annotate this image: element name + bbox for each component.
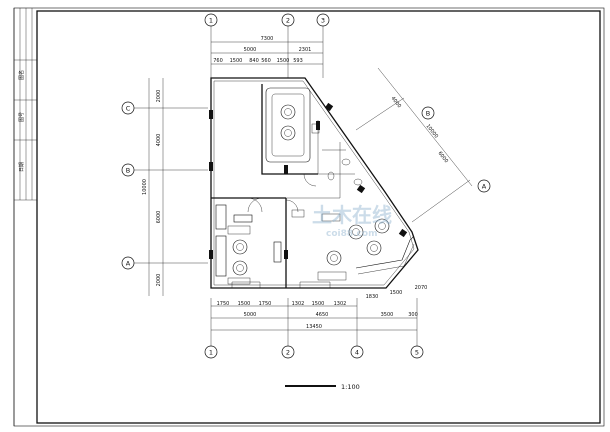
dim-bottom-detail-1: 1750 — [217, 301, 230, 307]
right-axes: B A — [421, 106, 491, 193]
top-axes: 1 2 3 — [204, 13, 330, 78]
dim-top-mid-1: 5000 — [244, 47, 257, 53]
axis-label-bottom-5: 5 — [415, 349, 419, 357]
dim-top-mid-2: 2301 — [299, 47, 312, 53]
title-block: 图名 图号 日期 — [13, 8, 37, 426]
dim-top-overall: 7300 — [261, 36, 274, 42]
dim-diag-3: 6000 — [437, 151, 450, 165]
dim-top-detail-4: 560 — [261, 58, 271, 64]
sink-1 — [341, 158, 351, 166]
dim-bottom-detail-7: 1830 — [366, 294, 379, 300]
bottom-axes: 1 2 4 5 — [204, 298, 424, 359]
sofa-left — [215, 235, 227, 277]
axis-bubble-bottom-1 — [204, 345, 218, 359]
title-block-label-2: 图号 — [19, 112, 25, 122]
dim-top-detail-1: 760 — [213, 58, 223, 64]
dim-bottom-mid-4: 300 — [408, 312, 418, 318]
left-dimensions: 2000 4000 6000 2000 10000 — [142, 78, 164, 296]
meeting-chair-1 — [280, 104, 296, 120]
dim-top-detail-3: 840 — [249, 58, 259, 64]
title-block-label-3: 日期 — [19, 162, 25, 172]
axis-bubble-bottom-4 — [350, 345, 364, 359]
axis-label-top-1: 1 — [209, 17, 213, 25]
axis-label-bottom-2: 2 — [286, 349, 290, 357]
dim-diag-1: 4000 — [390, 96, 403, 110]
dim-bottom-mid-2: 4650 — [316, 312, 329, 318]
axis-label-left-a: A — [126, 260, 131, 268]
watermark-sub: coi88.com — [326, 229, 377, 239]
title-block-label-1: 图名 — [18, 70, 25, 80]
dim-bottom-total: 13450 — [306, 324, 322, 330]
dim-left-4: 2000 — [156, 274, 162, 287]
meeting-sofa — [265, 87, 311, 163]
left-axes: C B A — [121, 101, 208, 270]
desk-1 — [215, 204, 227, 230]
cabinet-1 — [273, 241, 282, 263]
dim-bottom-detail-6: 1302 — [334, 301, 347, 307]
axis-bubble-left-a — [121, 256, 135, 270]
axis-bubble-top-2 — [281, 13, 295, 27]
top-dimensions: 7300 5000 2301 760 1500 840 560 1500 593 — [211, 36, 323, 65]
meeting-chair-2 — [280, 125, 296, 141]
lounge-table-3 — [366, 240, 382, 256]
axis-label-bottom-1: 1 — [209, 349, 213, 357]
axis-label-top-3: 3 — [321, 17, 325, 25]
dim-left-total: 10000 — [142, 179, 148, 195]
watermark: 土木在线 coi88.com — [312, 203, 392, 239]
axis-label-right-b: B — [426, 110, 430, 118]
axis-label-left-c: C — [126, 105, 131, 113]
dim-bottom-detail-3: 1750 — [259, 301, 272, 307]
axis-label-bottom-4: 4 — [355, 349, 359, 357]
axis-bubble-bottom-5 — [410, 345, 424, 359]
scale-bar: 1:100 — [285, 383, 360, 391]
toilet-2 — [327, 171, 335, 181]
dim-bottom-detail-4: 1302 — [292, 301, 305, 307]
dim-left-3: 6000 — [156, 211, 162, 224]
dim-bottom-detail-9: 2070 — [415, 285, 428, 291]
axis-bubble-right-a — [477, 179, 491, 193]
lounge-table-4 — [374, 218, 390, 234]
toilet-1 — [311, 123, 320, 134]
dim-bottom-detail-8: 1500 — [390, 290, 403, 296]
lounge-table-2 — [348, 224, 364, 240]
axis-bubble-left-b — [121, 163, 135, 177]
desk-2 — [233, 214, 253, 223]
axis-bubble-left-c — [121, 101, 135, 115]
axis-bubble-bottom-2 — [281, 345, 295, 359]
scale-label: 1:100 — [341, 383, 360, 391]
outer-frame — [13, 7, 605, 427]
axis-label-right-a: A — [482, 183, 487, 191]
axis-bubble-top-1 — [204, 13, 218, 27]
round-table-1 — [232, 239, 248, 255]
dim-left-1: 2000 — [156, 90, 162, 103]
dim-bottom-mid-1: 5000 — [244, 312, 257, 318]
lounge-sofa — [355, 235, 415, 269]
dim-bottom-detail-2: 1500 — [238, 301, 251, 307]
dim-top-detail-6: 593 — [293, 58, 303, 64]
dim-diag-2: 10000 — [425, 123, 440, 139]
lounge-table-1 — [326, 250, 342, 266]
building-walls — [209, 77, 419, 289]
dim-left-2: 4000 — [156, 134, 162, 147]
diagonal-dimensions: 4000 10000 6000 — [355, 67, 473, 223]
dim-top-detail-2: 1500 — [230, 58, 243, 64]
inner-frame — [36, 10, 601, 424]
dim-top-detail-5: 1500 — [277, 58, 290, 64]
dim-bottom-detail-5: 1500 — [312, 301, 325, 307]
watermark-text: 土木在线 — [312, 203, 392, 227]
dim-bottom-mid-3: 3500 — [381, 312, 394, 318]
sink-2 — [353, 178, 363, 186]
furniture — [215, 87, 415, 285]
axis-bubble-right-b — [421, 106, 435, 120]
bottom-dimensions: 1750 1500 1750 1302 1500 1302 1830 1500 … — [211, 285, 428, 331]
axis-label-left-b: B — [126, 167, 130, 175]
round-table-2 — [232, 260, 248, 276]
axis-label-top-2: 2 — [286, 17, 290, 25]
axis-bubble-top-3 — [316, 13, 330, 27]
